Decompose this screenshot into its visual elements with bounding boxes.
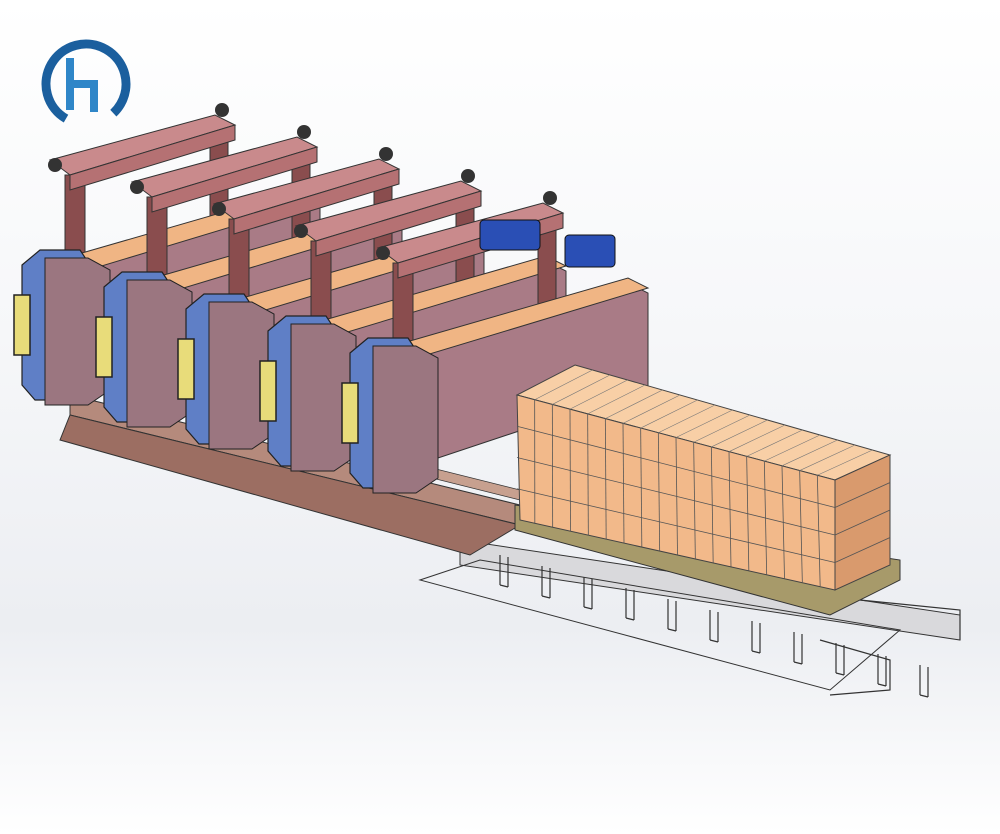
rail-support xyxy=(625,588,635,621)
housing-cover xyxy=(372,345,439,494)
top-beam-front xyxy=(315,190,482,257)
drive-gear xyxy=(215,103,229,117)
band-saw-machines xyxy=(13,103,650,494)
brick-joint-horizontal xyxy=(516,425,836,508)
brick-joint-top xyxy=(746,429,803,457)
rail-support xyxy=(793,632,803,665)
company-logo xyxy=(41,39,131,129)
drive-gear xyxy=(376,246,390,260)
brick-joint-top xyxy=(605,389,663,419)
inspection-window xyxy=(13,294,31,356)
brick-joint-side xyxy=(834,537,891,563)
brick-joint-top xyxy=(799,444,856,471)
drive-gear xyxy=(297,125,311,139)
drive-gear xyxy=(379,147,393,161)
inspection-window xyxy=(95,316,113,378)
drive-gear xyxy=(130,180,144,194)
brick-joint-top xyxy=(552,374,611,405)
drive-gear xyxy=(212,202,226,216)
rail-support xyxy=(919,665,929,698)
rail-support xyxy=(709,610,719,643)
brick-joint-top xyxy=(764,434,821,462)
inspection-window xyxy=(341,382,359,444)
rail-support xyxy=(877,654,887,687)
brick-joint-top xyxy=(622,394,681,424)
brick-joints xyxy=(516,369,891,587)
inspection-window xyxy=(259,360,277,422)
brick-joint-top xyxy=(693,414,751,443)
brick-joint-top xyxy=(569,379,628,410)
drive-motor xyxy=(564,234,616,268)
brick-joint-top xyxy=(781,439,838,467)
brick-joint-horizontal xyxy=(516,457,836,536)
rail-end-frame xyxy=(819,599,961,696)
brick-joint-top xyxy=(675,409,733,438)
rail-support xyxy=(751,621,761,654)
brick-joint-top xyxy=(711,419,768,448)
brick-joint-side xyxy=(834,482,891,508)
top-beam-front xyxy=(151,146,318,213)
block-stack xyxy=(514,364,901,616)
brick-joint-top xyxy=(728,424,786,452)
brick-joint-side xyxy=(834,509,891,536)
brick-joint-top xyxy=(534,369,593,400)
rail-support xyxy=(583,577,593,610)
drive-gear xyxy=(543,191,557,205)
drive-gear xyxy=(294,224,308,238)
brick-joint-horizontal xyxy=(516,488,836,563)
rail-support xyxy=(835,643,845,676)
inspection-window xyxy=(177,338,195,400)
rail-support xyxy=(541,566,551,599)
logo-ring xyxy=(41,39,131,129)
rail-support xyxy=(499,555,509,588)
drive-motor xyxy=(479,219,541,251)
rail-tracks xyxy=(418,539,961,698)
rail-support xyxy=(667,599,677,632)
top-beam-front xyxy=(69,124,236,191)
drive-gear xyxy=(461,169,475,183)
brick-joint-top xyxy=(658,404,716,434)
drive-gear xyxy=(48,158,62,172)
top-beam-front xyxy=(233,168,400,235)
brick-joint-top xyxy=(817,449,873,476)
brick-joint-top xyxy=(640,399,698,429)
rail-outline xyxy=(418,559,902,691)
logo-h-letter xyxy=(66,58,98,112)
brick-joint-top xyxy=(587,384,646,415)
